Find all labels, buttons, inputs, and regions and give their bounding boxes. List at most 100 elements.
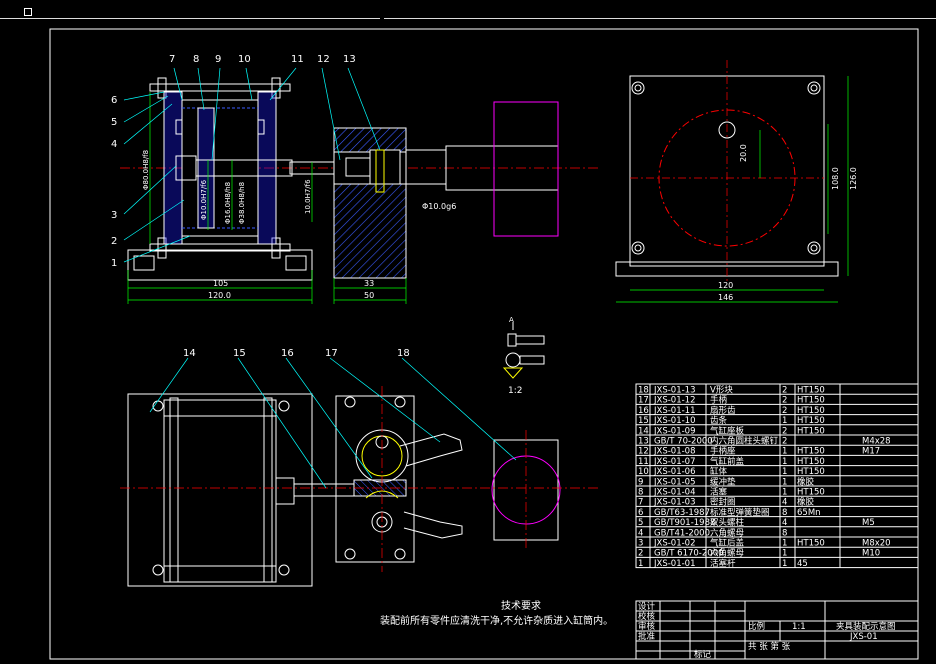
bom-cell-qty: 1 [782,549,787,559]
bom-cell-remark: M4x28 [862,437,891,447]
front-callouts: 6 5 4 3 2 1 7 8 9 10 11 12 13 [111,54,356,269]
dim-10h7: 10.0H7/f6 [304,179,312,214]
bom-cell-mat: 橡胶 [797,476,815,487]
dim-phi10g6: Φ10.0g6 [422,202,456,211]
dim-33: 33 [364,279,374,288]
bom-cell-qty: 8 [782,528,787,538]
bom-cell-mat: HT150 [797,416,825,426]
detail-a-label: A [509,316,514,324]
plan-callouts: 14 15 16 17 18 [183,348,410,359]
bom-cell-code: JXS-01-06 [653,467,696,477]
ucs-icon[interactable] [24,8,32,16]
detail-scale: 1:2 [508,386,522,396]
tb-sheet: 共 张 第 张 [748,641,791,652]
callout-16: 16 [281,348,294,359]
bom-cell-name: 标准型弹簧垫圈 [710,507,770,518]
bom-cell-code: JXS-01-13 [653,386,696,396]
notes-title: 技术要求 [501,599,541,612]
bom-cell-name: 双头螺柱 [710,517,745,528]
callout-2: 2 [111,236,117,247]
bom-cell-qty: 1 [782,447,787,457]
bom-cell-no: 5 [638,518,643,528]
dim-phi16: Φ16.0H8/h8 [224,182,232,224]
bom-cell-no: 14 [638,426,649,436]
drawing-border [49,28,919,660]
bom-cell-code: GB/T901-1988 [654,518,715,528]
callout-8: 8 [193,54,199,65]
bom-cell-name: 扇形齿 [710,405,736,416]
tb-title: 夹具装配示意图 [836,621,896,632]
bom-cell-qty: 1 [782,559,787,569]
dim-phi10: Φ10.0H7/f6 [200,179,208,220]
bom-cell-no: 16 [638,406,649,416]
callout-6: 6 [111,95,117,106]
bom-cell-mat: 65Mn [797,508,821,518]
bom-cell-name: 活塞杆 [710,558,736,569]
bom-cell-code: JXS-01-08 [653,447,696,457]
bom-cell-mat: HT150 [797,447,825,457]
bom-cell-qty: 2 [782,386,787,396]
bom-cell-code: JXS-01-12 [653,396,696,406]
dim-side-20: 20.0 [739,144,748,162]
bom-cell-qty: 1 [782,467,787,477]
tb-mark: 标记 [694,649,712,660]
bom-cell-name: 密封圈 [710,497,736,508]
dim-phi80: Φ80.0H8/f8 [142,150,150,190]
bom-cell-qty: 8 [782,508,787,518]
bom-cell-qty: 2 [782,426,787,436]
bom-cell-no: 8 [638,488,643,498]
bom-cell-code: JXS-01-02 [653,539,696,549]
dim-side-120: 120 [718,281,733,290]
bom-cell-name: 手柄座 [710,446,736,457]
bom-cell-qty: 1 [782,416,787,426]
front-dimensions: 105 120.0 33 50 Φ10.0g6 Φ80.0H8/f8 Φ10.0… [142,150,456,300]
bom-cell-code: JXS-01-11 [653,406,696,416]
plan-view [120,357,600,587]
bom-cell-name: 六角螺母 [710,527,744,538]
bom-cell-mat: 橡胶 [797,497,815,508]
bom-cell-name: 缓冲垫 [710,476,736,487]
tb-design: 设计 [638,601,656,612]
bom-cell-mat: HT150 [797,406,825,416]
dim-side-146: 146 [718,293,733,302]
dim-phi38: Φ38.0H8/h8 [238,182,246,224]
bom-cell-mat: HT150 [797,386,825,396]
bom-cell-code: GB/T 70-2000 [654,437,713,447]
top-toolbar [0,0,936,22]
bom-cell-qty: 1 [782,457,787,467]
dim-120: 120.0 [208,291,231,300]
callout-14: 14 [183,348,196,359]
bom-cell-mat: 45 [797,559,808,569]
bom-cell-qty: 1 [782,488,787,498]
bom-cell-mat: HT150 [797,467,825,477]
bom-cell-no: 1 [638,559,643,569]
bom-cell-qty: 1 [782,477,787,487]
bom-cell-no: 13 [638,437,649,447]
bom-cell-qty: 2 [782,396,787,406]
bom-cell-name: 缸体 [710,466,728,477]
bom-cell-code: JXS-01-03 [653,498,696,508]
dim-105: 105 [213,279,228,288]
bom-cell-no: 6 [638,508,643,518]
bom-cell-mat: HT150 [797,396,825,406]
bom-cell-code: GB/T41-2000 [654,528,710,538]
bom-cell-name: 齿条 [710,415,728,426]
toolbar-divider [384,0,936,19]
bom-cell-name: 气缸后盖 [710,538,745,549]
toolbar-divider [0,0,380,19]
detail-a: A 1:2 [502,316,545,396]
bom-cell-qty: 2 [782,437,787,447]
title-block: 设计 校核 审核 批准 标记 比例 1:1 共 张 第 张 夹具装配示意图 JX… [635,600,919,660]
bom-cell-remark: M17 [862,447,880,457]
tb-check: 校核 [638,611,656,622]
bom-cell-code: JXS-01-05 [653,477,696,487]
dim-side-108: 108.0 [831,167,840,190]
tb-review: 审核 [638,621,656,632]
bom-cell-code: JXS-01-09 [653,426,696,436]
bom-cell-code: JXS-01-04 [653,488,696,498]
callout-12: 12 [317,54,330,65]
callout-5: 5 [111,117,117,128]
front-section-view [120,67,600,304]
